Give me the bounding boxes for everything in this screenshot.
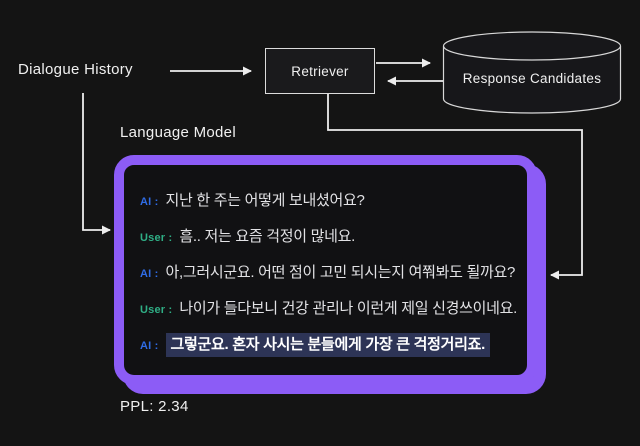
utterance-text: 나이가 들다보니 건강 관리나 이런게 제일 신경쓰이네요. <box>179 300 517 317</box>
retriever-node: Retriever <box>265 48 375 94</box>
dialogue-turn: User : 나이가 들다보니 건강 관리나 이런게 제일 신경쓰이네요. <box>140 299 521 320</box>
utterance-text: 지난 한 주는 어떻게 보내셨어요? <box>165 192 365 209</box>
dialogue-history-label: Dialogue History <box>18 61 133 78</box>
utterance-text-highlighted: 그렇군요. 혼자 사시는 분들에게 가장 큰 걱정거리죠. <box>165 333 490 357</box>
retriever-label: Retriever <box>291 63 349 79</box>
arrow-retriever-to-lm <box>327 94 583 280</box>
utterance-text: 아,그러시군요. 어떤 점이 고민 되시는지 여쭤봐도 될까요? <box>165 264 516 281</box>
language-model-label: Language Model <box>120 124 236 141</box>
response-candidates-cylinder <box>442 31 622 114</box>
dialogue-turn: AI : 지난 한 주는 어떻게 보내셨어요? <box>140 191 521 212</box>
speaker-label: User : <box>140 304 173 316</box>
response-candidates-node: Response Candidates <box>443 32 621 113</box>
dialogue-turn: AI : 그렇군요. 혼자 사시는 분들에게 가장 큰 걱정거리죠. <box>140 333 521 357</box>
speaker-label: AI : <box>140 196 159 208</box>
dialogue-turn: AI : 아,그러시군요. 어떤 점이 고민 되시는지 여쭤봐도 될까요? <box>140 263 521 284</box>
speaker-label: AI : <box>140 340 159 352</box>
dialogue-turn-list: AI : 지난 한 주는 어떻게 보내셨어요? User : 흠.. 저는 요즘 걱정… <box>124 165 527 357</box>
response-candidates-label: Response Candidates <box>462 70 602 86</box>
speaker-label: User : <box>140 232 173 244</box>
speaker-label: AI : <box>140 268 159 280</box>
language-model-card: AI : 지난 한 주는 어떻게 보내셨어요? User : 흠.. 저는 요즘 걱정… <box>114 155 537 385</box>
dialogue-turn: User : 흠.. 저는 요즘 걱정이 많네요. <box>140 227 521 248</box>
utterance-text: 흠.. 저는 요즘 걱정이 많네요. <box>179 228 355 245</box>
ppl-value: PPL: 2.34 <box>120 398 189 415</box>
arrow-history-to-lm <box>82 93 111 235</box>
